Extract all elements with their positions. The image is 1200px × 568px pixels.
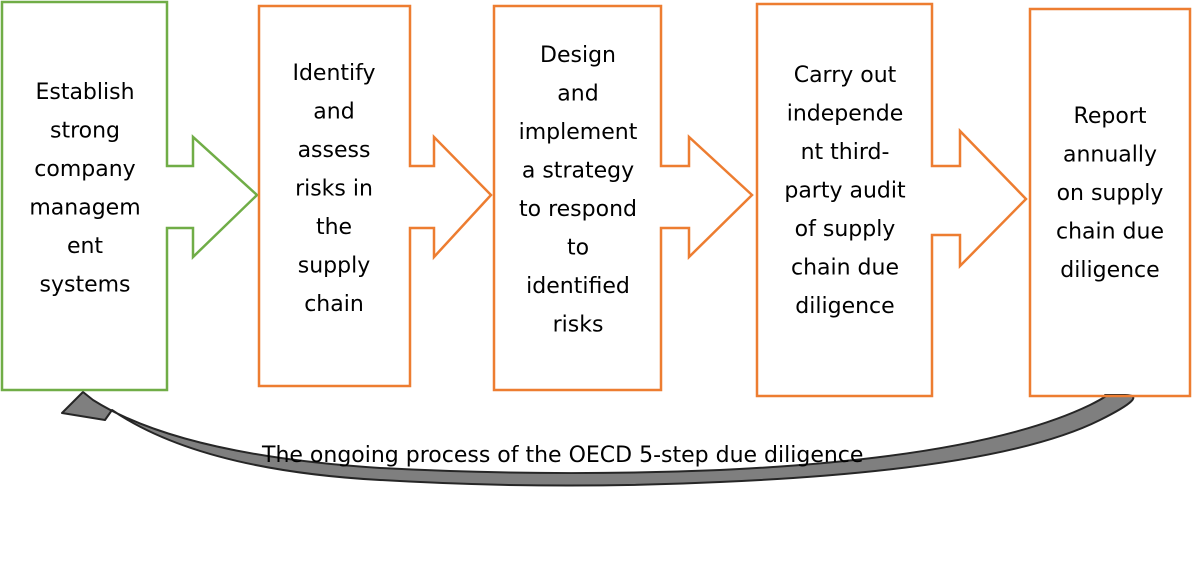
step-4-line: party audit (784, 179, 906, 204)
step-2-line: the (316, 215, 352, 240)
step-2-arrow-box (257, 4, 493, 388)
step-4-line: nt third- (801, 140, 890, 165)
step-3-label: Design and implement a strategy to respond to… (519, 43, 638, 338)
step-4-line: chain due (791, 256, 899, 281)
step-2-line: Identify (292, 61, 375, 86)
step-2-line: risks in (295, 177, 373, 202)
step-5-line: annually (1063, 143, 1157, 168)
step-3-line: to (567, 236, 589, 261)
step-4-line: independe (787, 102, 904, 127)
step-3-line: a strategy (522, 159, 634, 184)
step-2-line: assess (298, 138, 371, 163)
step-4-arrow-box (755, 2, 1028, 398)
step-3-line: to respond (519, 197, 637, 222)
cycle-return-arrow (61, 391, 1135, 487)
step-5-line: Report (1074, 104, 1147, 129)
step-4-line: Carry out (794, 63, 897, 88)
step-1-line: strong (50, 119, 120, 144)
step-3-line: Design (540, 43, 616, 68)
step-3-line: and (557, 82, 598, 107)
step-5-line: on supply (1057, 181, 1164, 206)
step-2-line: chain (304, 292, 364, 317)
step-1-line: Establish (35, 80, 134, 105)
step-3-arrow-box (492, 4, 754, 392)
step-5-label: Report annually on supply chain due diligenc… (1056, 104, 1164, 283)
step-3-line: risks (553, 313, 604, 338)
step-3-line: identified (526, 274, 630, 299)
step-2-line: supply (298, 254, 370, 279)
step-1-line: managem (29, 196, 140, 221)
step-3-line: implement (519, 120, 638, 145)
step-2-line: and (313, 100, 354, 125)
step-5-line: diligence (1060, 258, 1159, 283)
step-1-arrow-box (0, 0, 259, 392)
step-1-line: systems (40, 273, 131, 298)
step-4-line: of supply (795, 217, 896, 242)
step-5-line: chain due (1056, 220, 1164, 245)
step-5-box (1028, 7, 1192, 398)
step-2-label: Identify and assess risks in the supply chain (292, 61, 375, 317)
step-1-line: ent (67, 234, 103, 259)
step-1-label: Establish strong company managem ent systems (29, 80, 140, 298)
cycle-caption: The ongoing process of the OECD 5-step d… (261, 443, 863, 468)
step-1-line: company (34, 157, 135, 182)
step-4-label: Carry out independe nt third-party audit of… (784, 63, 906, 319)
step-4-line: diligence (795, 294, 894, 319)
